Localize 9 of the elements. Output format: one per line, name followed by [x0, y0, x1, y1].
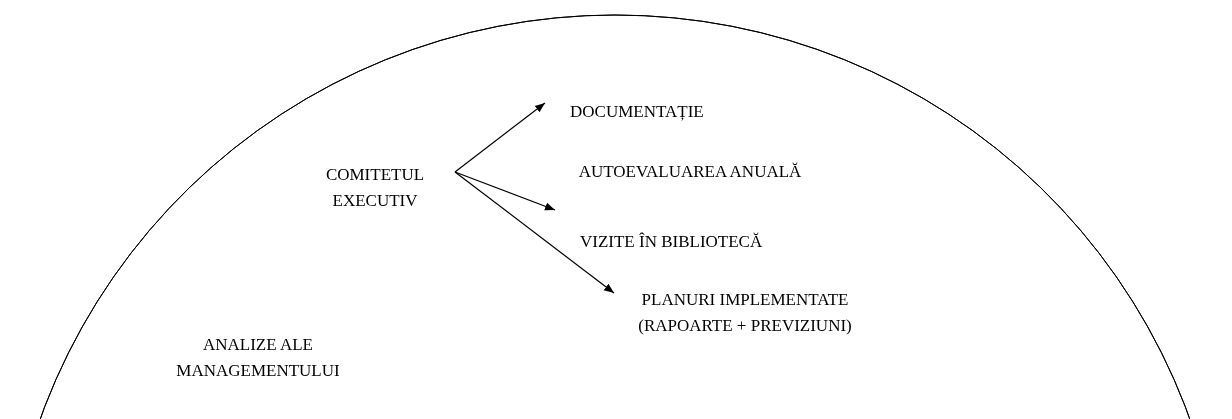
text-label: ANALIZE ALE MANAGEMENTULUI [175, 334, 341, 382]
node-label: COMITETUL EXECUTIV [324, 164, 426, 212]
node-label: DOCUMENTAȚIE [569, 101, 705, 123]
arrow [454, 171, 556, 211]
node-label: PLANURI IMPLEMENTATE (RAPOARTE + PREVIZIUNI) [637, 289, 853, 337]
node-label: VIZITE ÎN BIBLIOTECĂ [579, 231, 764, 253]
arrow [454, 171, 615, 294]
text-label: AUTOEVALUAREA ANUALĂ [577, 161, 803, 183]
arrow [454, 102, 546, 173]
